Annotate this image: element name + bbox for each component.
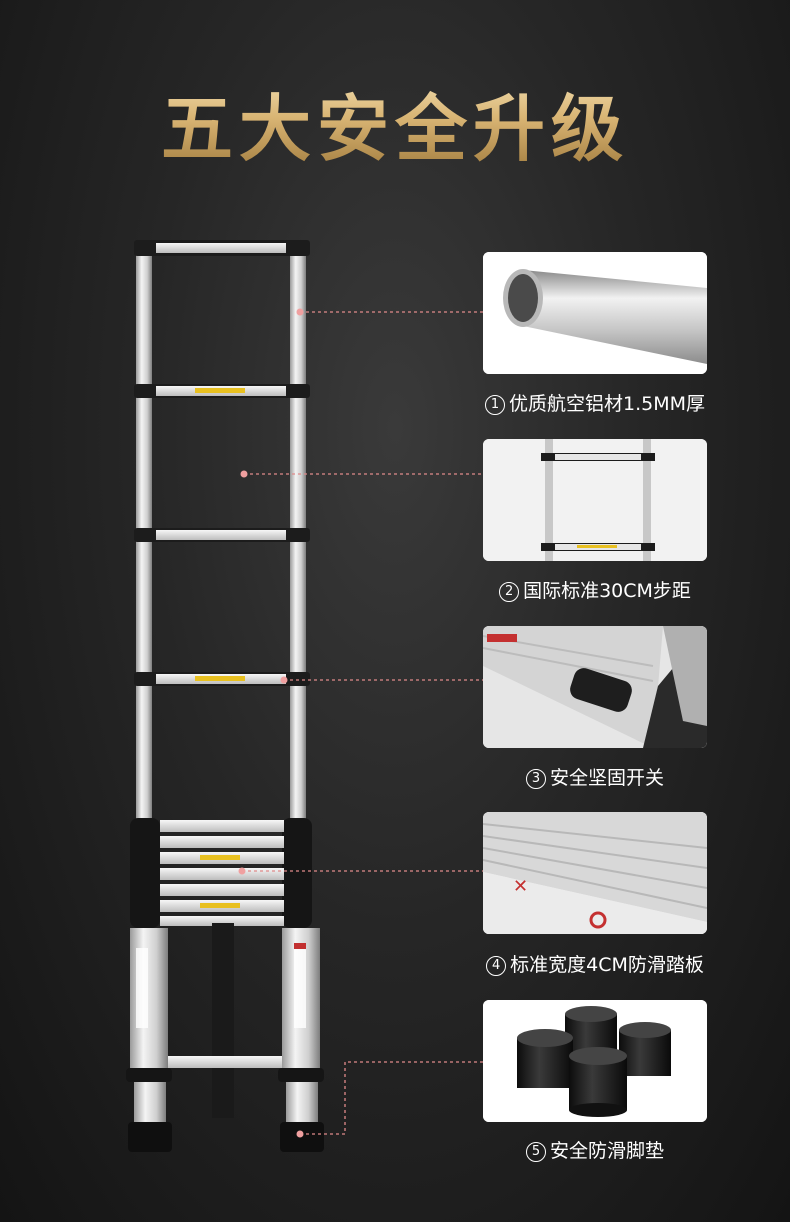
svg-text:✕: ✕ xyxy=(513,876,528,897)
feature-card-safety-switch xyxy=(483,626,707,748)
feature-card-step-distance xyxy=(483,439,707,561)
feature-card-rubber-feet xyxy=(483,1000,707,1122)
telescopic-ladder-image xyxy=(126,240,324,1152)
page-title: 五大安全升级 xyxy=(0,70,790,175)
feature-card-anti-slip-tread: ✕ xyxy=(483,812,707,934)
feature-card-aluminum-tube xyxy=(483,252,707,374)
